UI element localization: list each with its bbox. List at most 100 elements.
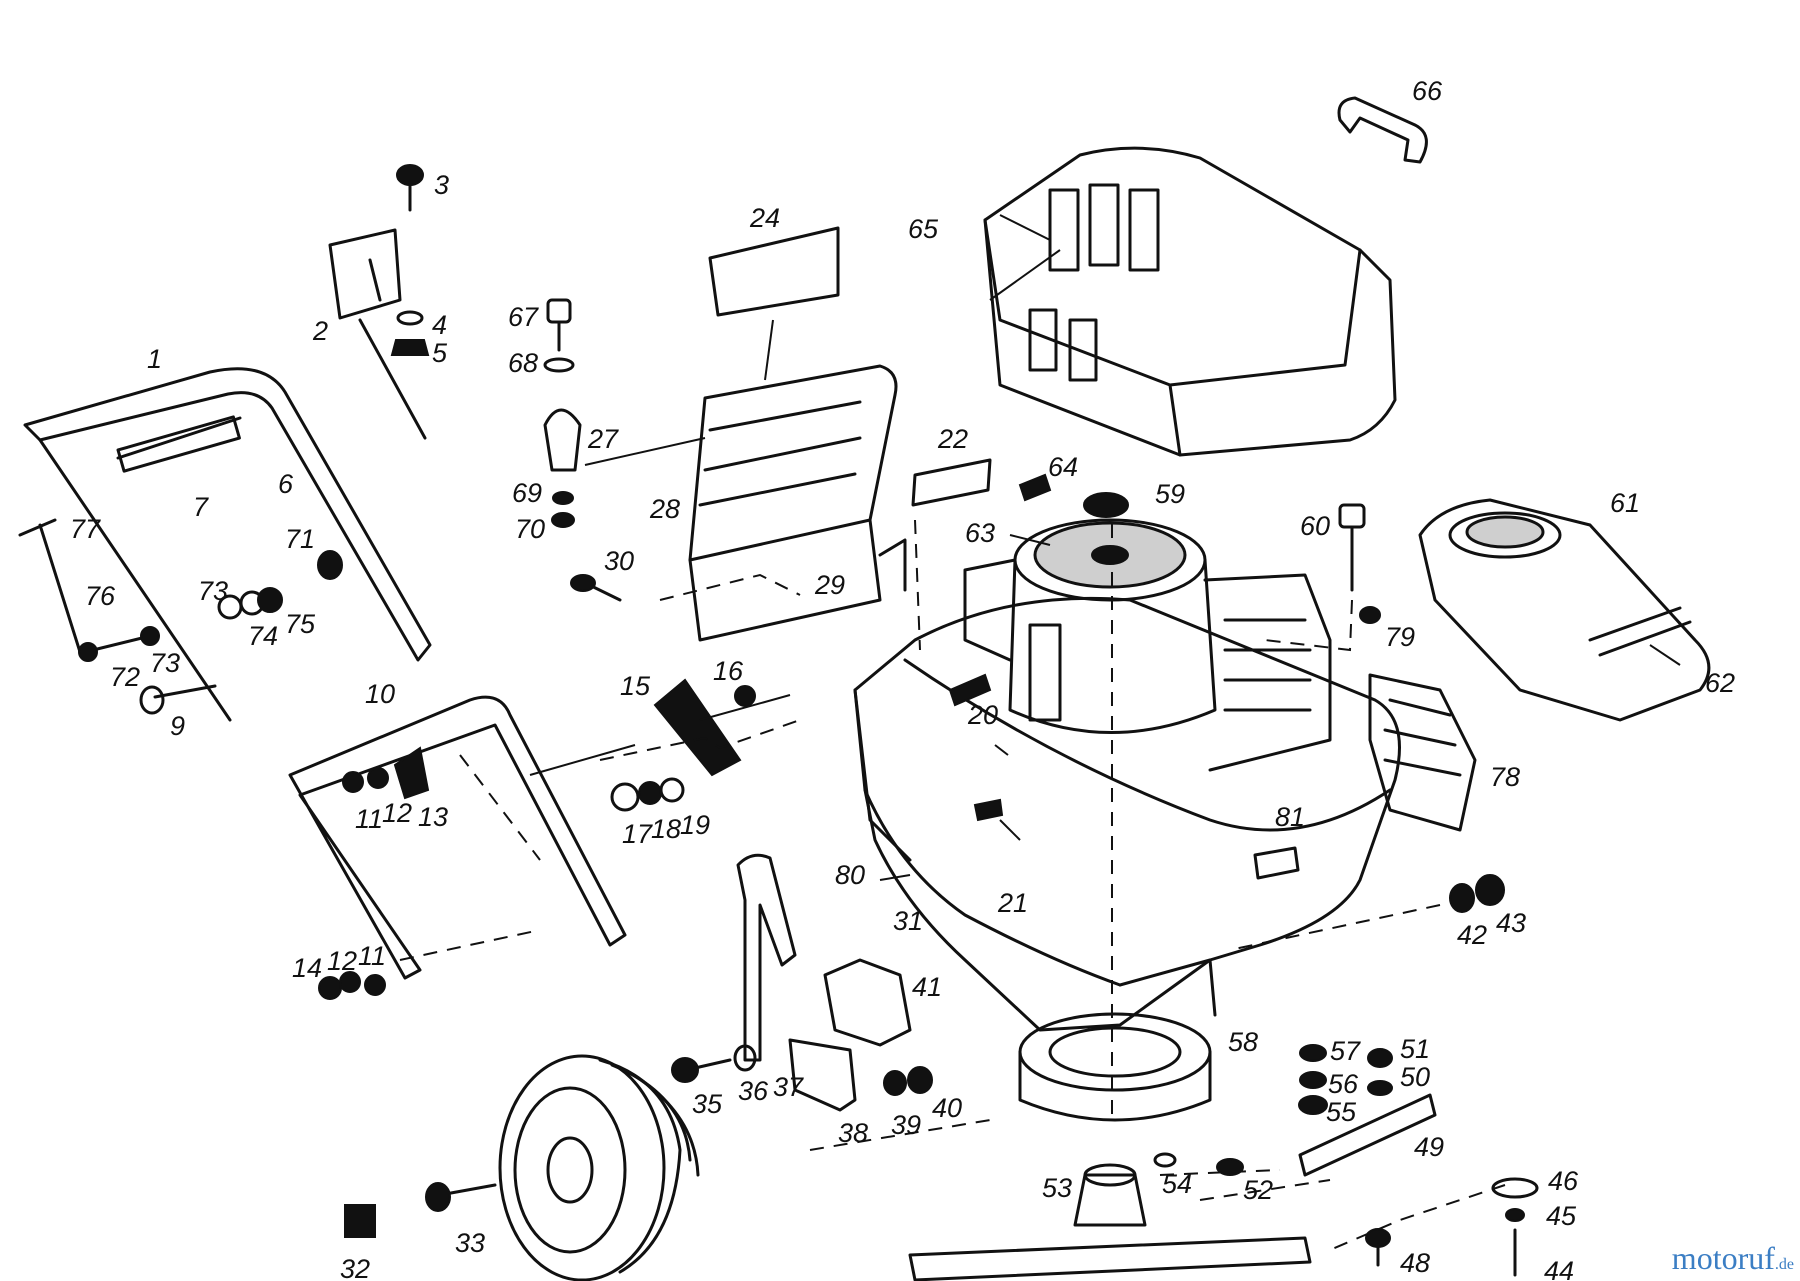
callout-37: 37 (773, 1072, 804, 1102)
screw-20 (948, 673, 992, 707)
screw-part-3 (396, 164, 424, 212)
callout-12b: 12 (327, 946, 357, 976)
callout-10: 10 (365, 679, 395, 709)
callout-48: 48 (1400, 1248, 1430, 1278)
callout-67: 67 (508, 302, 539, 332)
callout-69: 69 (512, 478, 542, 508)
handle-hardware (18, 518, 430, 1000)
label-81 (1253, 846, 1300, 880)
callout-72: 72 (110, 662, 140, 692)
callout-33: 33 (455, 1228, 485, 1258)
bolt-60 (1338, 503, 1366, 592)
blade-adapter (1018, 1012, 1212, 1122)
callout-18: 18 (651, 814, 681, 844)
callout-22: 22 (937, 424, 968, 454)
callout-45: 45 (1546, 1201, 1577, 1231)
callout-30: 30 (604, 546, 634, 576)
upper-handle (23, 367, 432, 722)
callout-29: 29 (814, 570, 845, 600)
blade-hub (1073, 1163, 1147, 1227)
callout-60: 60 (1300, 511, 1330, 541)
callout-31: 31 (893, 906, 923, 936)
callout-50: 50 (1400, 1062, 1430, 1092)
callout-17: 17 (622, 819, 653, 849)
callout-54: 54 (1162, 1169, 1192, 1199)
lower-handle (288, 695, 627, 980)
watermark-tld: .de (1774, 1256, 1794, 1273)
callout-73: 73 (150, 648, 180, 678)
wheel (498, 1054, 700, 1281)
callout-46: 46 (1548, 1166, 1579, 1196)
nuts-42-43 (1449, 874, 1505, 913)
callout-51: 51 (1400, 1034, 1430, 1064)
callout-14: 14 (292, 953, 322, 983)
callout-49: 49 (1414, 1132, 1444, 1162)
callout-7: 7 (193, 492, 209, 522)
callout-27: 27 (587, 424, 619, 454)
callout-15: 15 (620, 671, 651, 701)
nut-part-5 (390, 339, 430, 356)
callout-40: 40 (932, 1093, 962, 1123)
callout-65: 65 (908, 214, 939, 244)
watermark: motoruf.de (1672, 1240, 1794, 1277)
callout-43: 43 (1496, 908, 1526, 938)
catcher-handle (1337, 96, 1428, 164)
blade-bolts (1365, 1177, 1539, 1277)
callout-80: 80 (835, 860, 865, 890)
part-21 (973, 798, 1004, 822)
callout-58: 58 (1228, 1027, 1258, 1057)
callout-38: 38 (838, 1118, 868, 1148)
callout-44: 44 (1544, 1256, 1574, 1281)
grass-catcher (983, 146, 1397, 457)
callout-5: 5 (432, 338, 448, 368)
callout-2: 2 (312, 316, 328, 346)
callout-20: 20 (967, 700, 998, 730)
screw-79 (1359, 606, 1381, 624)
callout-13: 13 (418, 802, 448, 832)
callout-75: 75 (285, 609, 316, 639)
chute-fasteners (543, 298, 706, 602)
muffler (1368, 673, 1477, 832)
callout-66: 66 (1412, 76, 1443, 106)
callout-64: 64 (1048, 452, 1078, 482)
callout-39: 39 (891, 1110, 921, 1140)
height-lever (671, 853, 933, 1112)
callout-35: 35 (692, 1089, 723, 1119)
callout-70: 70 (515, 514, 545, 544)
callout-21: 21 (997, 888, 1028, 918)
callout-78: 78 (1490, 762, 1520, 792)
callout-56: 56 (1328, 1069, 1359, 1099)
callout-76: 76 (85, 581, 116, 611)
callout-labels: 1 2 3 4 5 6 7 9 10 11 12 13 14 15 16 17 … (70, 76, 1735, 1281)
callout-77: 77 (70, 514, 101, 544)
callout-61: 61 (1610, 488, 1640, 518)
callout-52: 52 (1243, 1175, 1273, 1205)
washer-part-4 (396, 310, 424, 326)
callout-63: 63 (965, 518, 995, 548)
callout-1: 1 (147, 344, 162, 374)
part-64 (1018, 473, 1052, 502)
callout-4: 4 (432, 310, 447, 340)
height-adjuster (529, 678, 791, 812)
mower-deck (853, 596, 1401, 1032)
callout-62: 62 (1705, 668, 1735, 698)
callout-9: 9 (170, 711, 185, 741)
callout-55: 55 (1326, 1097, 1357, 1127)
callout-59: 59 (1155, 479, 1185, 509)
axle-hardware (344, 1182, 497, 1238)
blade (908, 1236, 1312, 1281)
callout-73b: 73 (198, 576, 228, 606)
engine (963, 492, 1332, 772)
label-plate (708, 226, 840, 317)
callout-28: 28 (649, 494, 680, 524)
blade-plate (1298, 1093, 1437, 1177)
callout-12: 12 (382, 798, 412, 828)
callout-74: 74 (248, 621, 278, 651)
callout-3: 3 (434, 170, 449, 200)
callout-42: 42 (1457, 920, 1487, 950)
callout-32: 32 (340, 1254, 370, 1281)
callout-79: 79 (1385, 622, 1415, 652)
callout-24: 24 (749, 203, 780, 233)
leader-lines (599, 214, 1681, 1251)
